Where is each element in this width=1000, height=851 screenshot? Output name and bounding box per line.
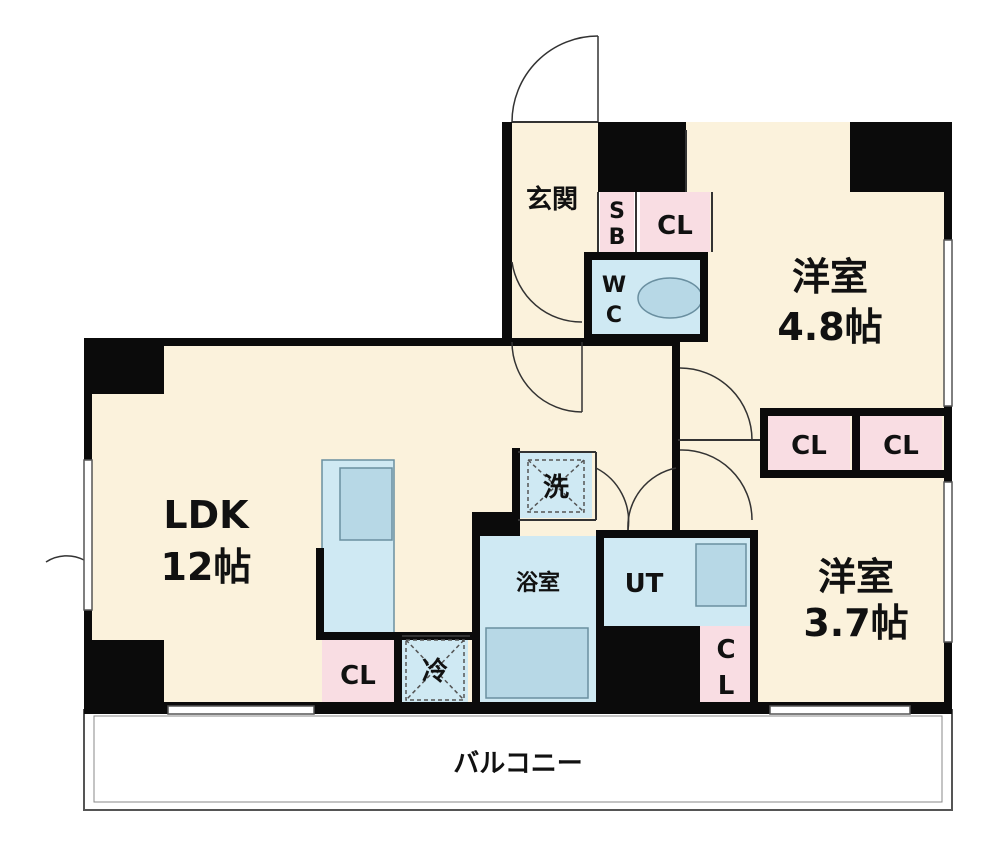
genkan-label: 玄関: [526, 184, 578, 215]
dashed-markers: [405, 459, 585, 701]
washbasin: [695, 543, 747, 607]
wc-label-w: W: [602, 273, 626, 298]
kitchen-sink: [339, 467, 393, 541]
washer-label: 洗: [543, 473, 569, 503]
closet-kitchen-label: CL: [340, 661, 376, 691]
closet-mid-1: [768, 416, 850, 472]
ldk-size: 12帖: [161, 545, 252, 589]
wc-label-c: C: [606, 303, 622, 328]
partitions: [402, 121, 760, 637]
entry-closet-label: CL: [657, 211, 693, 241]
western-48-size: 4.8帖: [777, 305, 882, 349]
balcony-label: バルコニー: [453, 749, 582, 779]
western-37-name: 洋室: [818, 555, 894, 599]
western-37-size: 3.7帖: [803, 601, 908, 645]
closet-mid-1-label: CL: [791, 431, 827, 461]
bath-label: 浴室: [516, 570, 560, 596]
closet-bottom-label-l: L: [718, 671, 735, 701]
closet-mid-2-label: CL: [883, 431, 919, 461]
closet-bottom-label-c: C: [716, 635, 735, 665]
ut-label: UT: [625, 569, 664, 599]
shoebox-closet: [600, 192, 634, 252]
toilet-fixture: [637, 277, 703, 319]
windows: [83, 239, 953, 715]
genkan-floor: [502, 122, 598, 342]
balcony-area: [83, 709, 953, 811]
closet-kitchen: [322, 640, 394, 706]
entry-closet: [640, 192, 710, 252]
closet-bottom: [700, 626, 752, 706]
sb-label-b: B: [609, 225, 626, 250]
fridge-label: 冷: [422, 656, 448, 687]
door-swings: [45, 35, 753, 563]
sb-label-s: S: [609, 199, 625, 224]
balcony-inner-outline: [93, 715, 943, 803]
western-48-name: 洋室: [792, 255, 868, 299]
bathtub: [485, 627, 589, 699]
ldk-name: LDK: [163, 493, 250, 537]
closet-mid-2: [860, 416, 942, 472]
